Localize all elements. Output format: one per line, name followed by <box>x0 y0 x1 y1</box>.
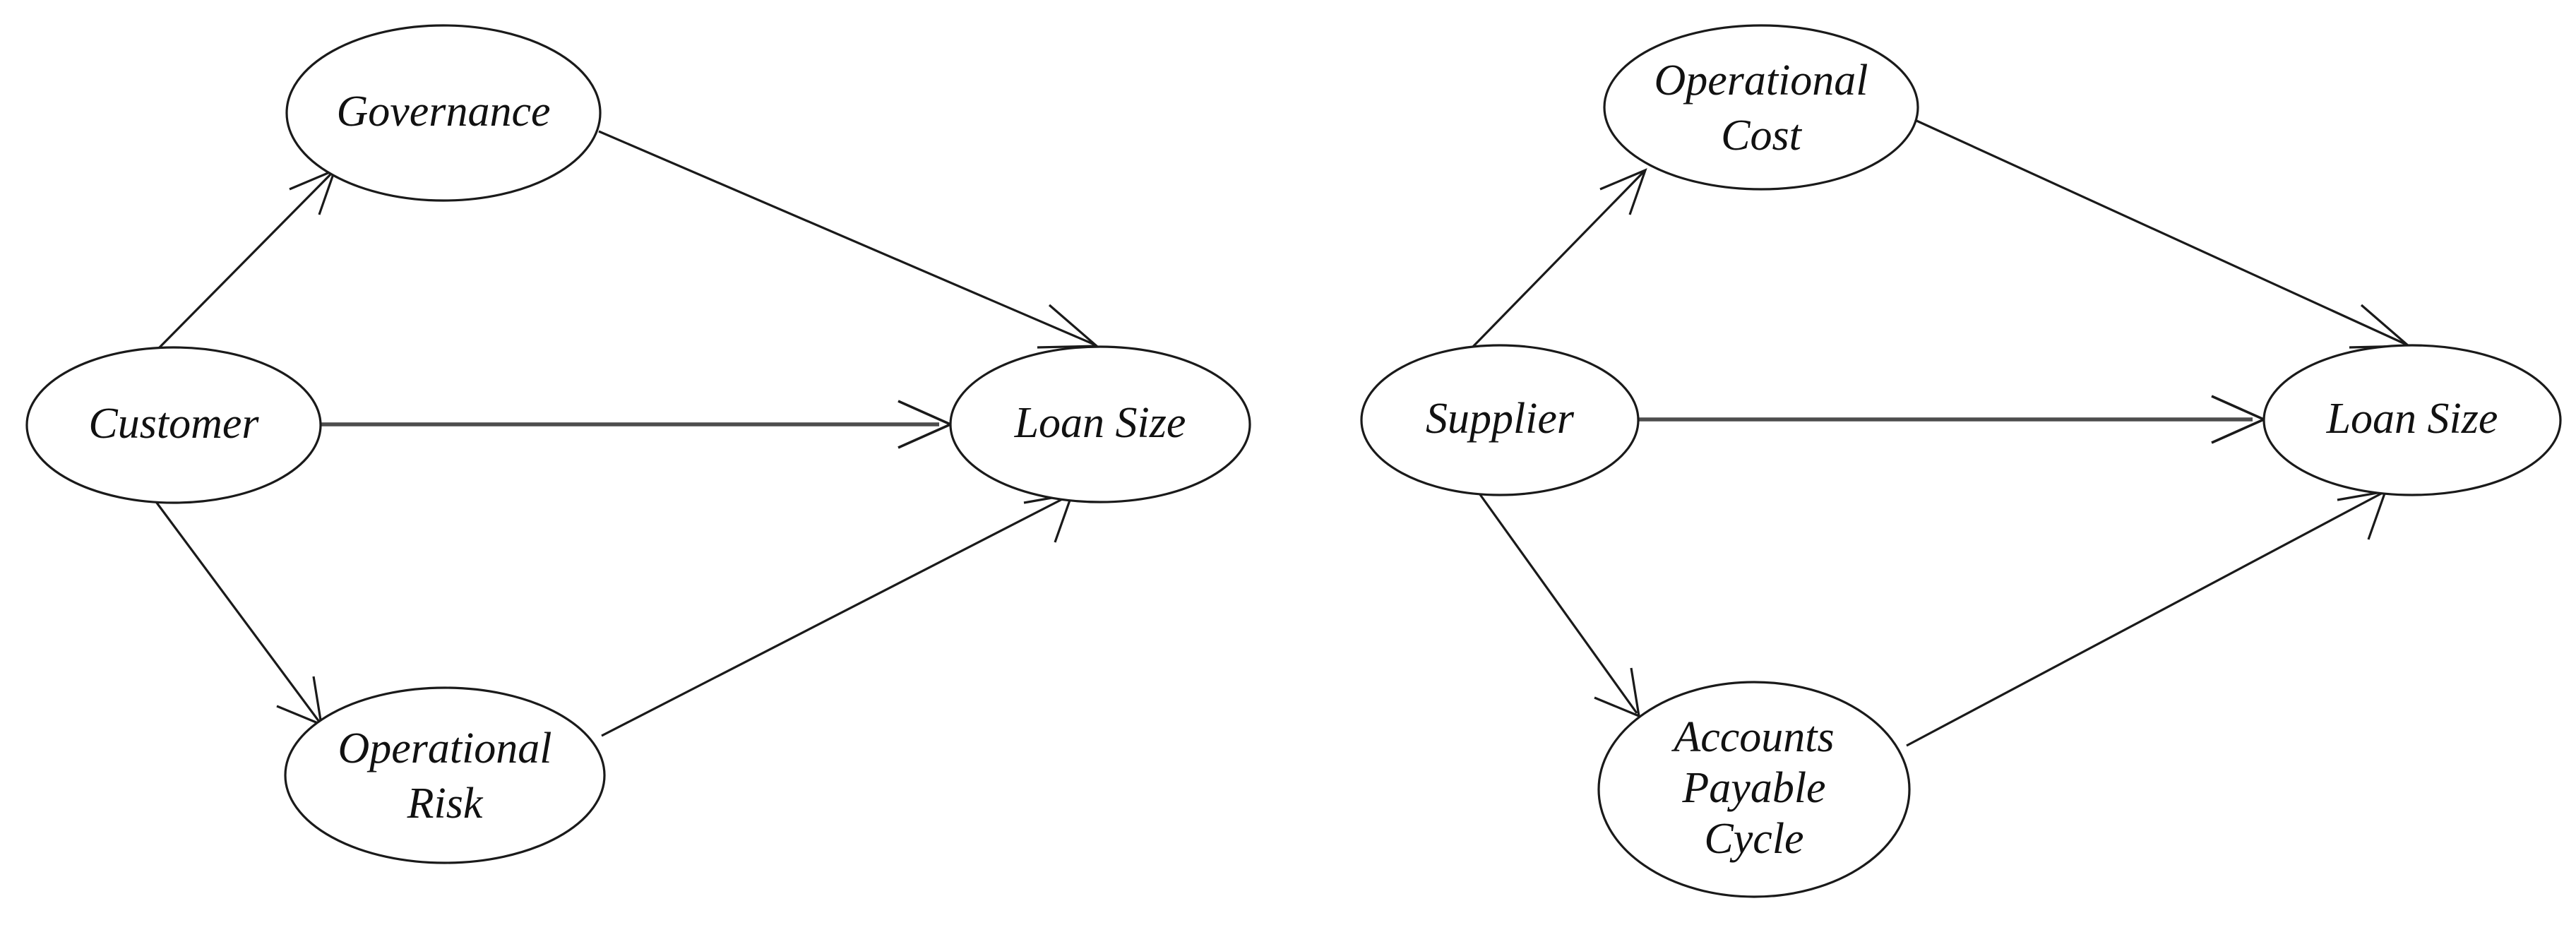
node-supplier-label: Supplier <box>1426 395 1575 443</box>
edge-customer-to-loan-size-left <box>319 400 954 449</box>
edge-accounts-payable-cycle-to-loan-size-right <box>1906 489 2387 747</box>
node-operational-risk-label-line2: Risk <box>407 780 484 828</box>
node-loan-size-left[interactable]: Loan Size <box>949 345 1251 503</box>
node-accounts-payable-cycle[interactable]: Accounts Payable Cycle <box>1597 681 1911 898</box>
edge-customer-to-governance <box>153 168 337 354</box>
edge-operational-risk-to-loan-size-left <box>601 492 1074 737</box>
edge-governance-to-loan-size-left <box>598 130 1100 349</box>
panel-customer-model: Customer Governance Operational Risk Loa… <box>25 24 1251 864</box>
node-customer-label: Customer <box>88 400 259 448</box>
node-operational-risk-label-line1: Operational <box>338 724 551 772</box>
edge-operational-cost-to-loan-size-right <box>1914 119 2412 349</box>
edge-supplier-to-accounts-payable-cycle <box>1474 488 1641 718</box>
node-operational-cost-label-line1: Operational <box>1654 56 1868 105</box>
node-supplier[interactable]: Supplier <box>1360 344 1640 496</box>
node-loan-size-right-label: Loan Size <box>2326 395 2498 443</box>
edge-customer-to-operational-risk <box>151 496 323 727</box>
node-accounts-payable-cycle-label-line3: Cycle <box>1704 815 1803 863</box>
edge-supplier-to-operational-cost <box>1469 168 1647 351</box>
node-operational-risk[interactable]: Operational Risk <box>284 686 606 864</box>
edge-supplier-to-loan-size-right <box>1638 395 2267 444</box>
node-loan-size-right[interactable]: Loan Size <box>2262 344 2562 496</box>
node-governance[interactable]: Governance <box>285 24 602 202</box>
node-accounts-payable-cycle-label-line2: Payable <box>1681 764 1825 812</box>
node-governance-label: Governance <box>337 88 551 136</box>
node-loan-size-left-label: Loan Size <box>1014 399 1186 447</box>
panel-supplier-model: Supplier Operational Cost Accounts Payab… <box>1360 24 2562 898</box>
node-customer[interactable]: Customer <box>25 346 322 504</box>
node-operational-cost[interactable]: Operational Cost <box>1603 24 1919 191</box>
node-accounts-payable-cycle-label-line1: Accounts <box>1671 713 1834 761</box>
node-operational-cost-label-line2: Cost <box>1721 112 1802 160</box>
